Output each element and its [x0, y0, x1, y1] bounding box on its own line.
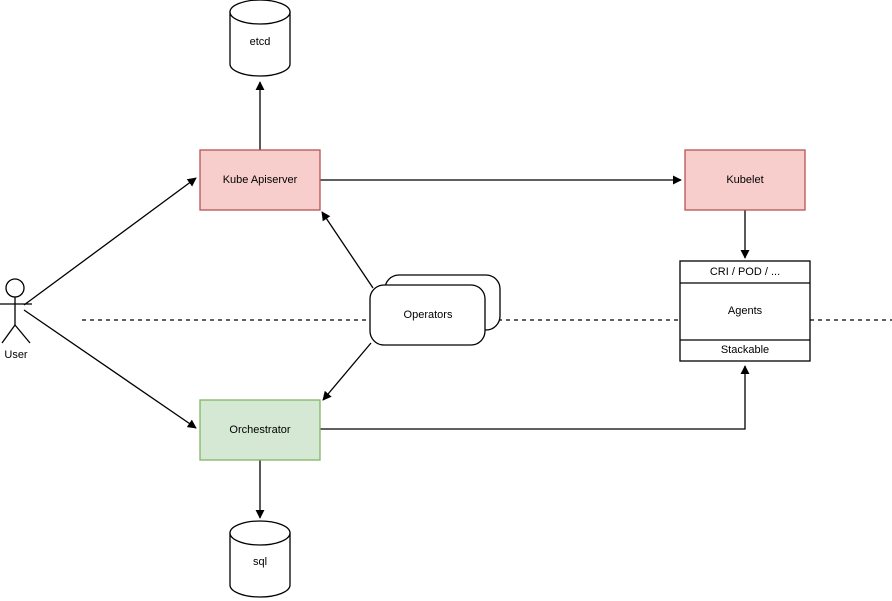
- agents-outer-box: [679, 260, 811, 362]
- edge-user-to-kube-apiserver: [23, 177, 197, 306]
- sql-cylinder-top: [229, 520, 291, 546]
- etcd-label: etcd: [250, 36, 271, 48]
- etcd-cylinder-top: [229, 0, 291, 25]
- kubelet-label: Kubelet: [726, 174, 763, 186]
- node-etcd[interactable]: etcd: [229, 0, 291, 77]
- stackable-label: Stackable: [721, 344, 769, 356]
- agents-cri-pod-label: CRI / POD / ...: [710, 266, 780, 278]
- agents-label: Agents: [728, 305, 763, 317]
- edge-operators-to-kube-apiserver: [321, 211, 374, 289]
- node-user[interactable]: User: [0, 278, 32, 361]
- node-agents-stack[interactable]: CRI / POD / ... Agents Stackable: [679, 260, 811, 362]
- user-head-icon: [5, 278, 25, 298]
- sql-label: sql: [253, 556, 267, 568]
- node-kubelet[interactable]: Kubelet: [684, 149, 806, 211]
- node-sql[interactable]: sql: [229, 520, 291, 598]
- user-label: User: [4, 349, 28, 361]
- user-left-leg-icon: [1, 324, 16, 344]
- operators-label: Operators: [404, 309, 453, 321]
- user-right-leg-icon: [14, 324, 31, 344]
- kubelet-box: [684, 149, 806, 211]
- node-operators[interactable]: Operators: [369, 274, 501, 346]
- sql-cylinder-body: [229, 532, 291, 598]
- kube-apiserver-box: [199, 149, 321, 211]
- edge-user-to-orchestrator: [23, 309, 197, 429]
- edge-orchestrator-to-stackable: [320, 365, 750, 430]
- operators-box-front: [369, 284, 486, 346]
- etcd-cylinder-body: [229, 11, 291, 77]
- edge-operators-to-orchestrator: [322, 342, 372, 401]
- node-kube-apiserver[interactable]: Kube Apiserver: [199, 149, 321, 211]
- orchestrator-label: Orchestrator: [229, 424, 290, 436]
- orchestrator-box: [199, 399, 321, 461]
- kube-apiserver-label: Kube Apiserver: [223, 174, 298, 186]
- node-orchestrator[interactable]: Orchestrator: [199, 399, 321, 461]
